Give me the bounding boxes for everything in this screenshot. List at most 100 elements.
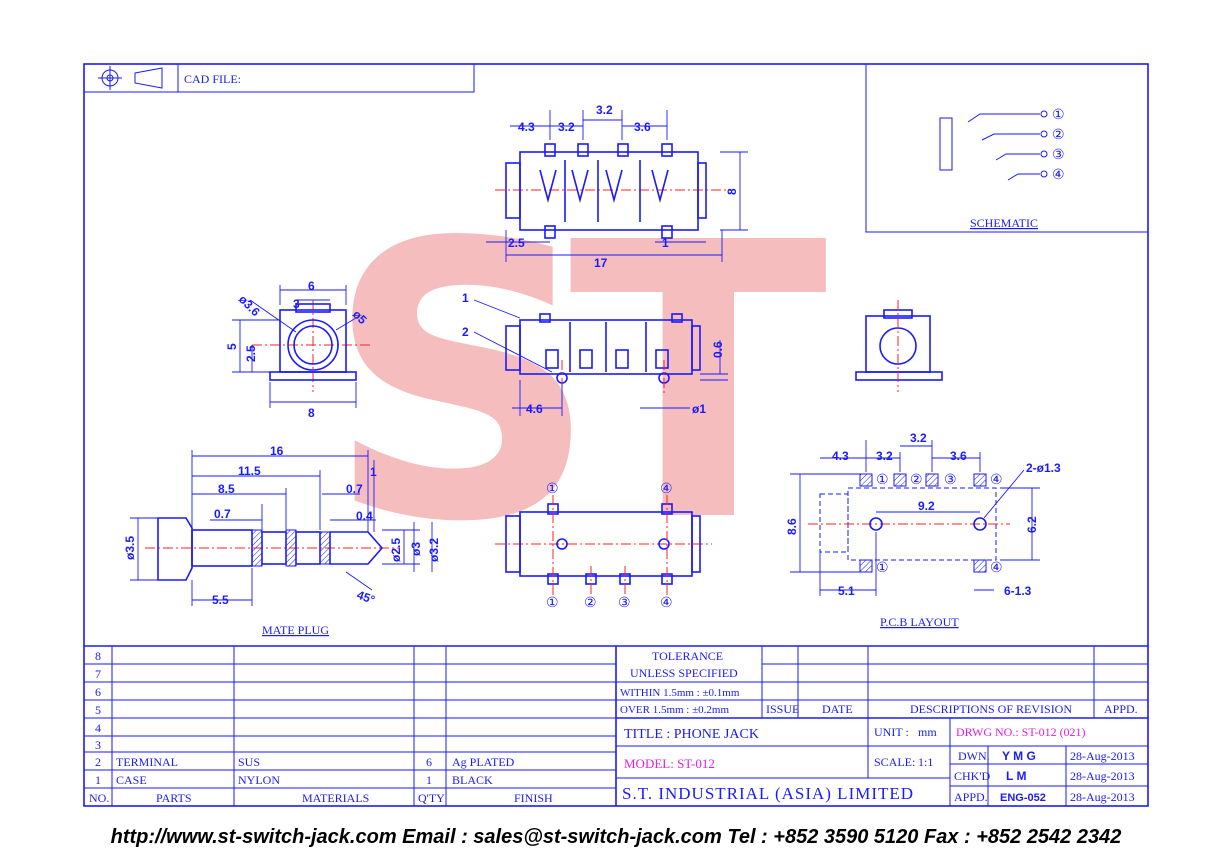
rear-view (855, 300, 943, 392)
mate-plug-label: MATE PLUG (262, 623, 329, 637)
dwn-date: 28-Aug-2013 (1070, 749, 1135, 763)
schematic-box: ① ② ③ ④ SCHEMATIC (865, 63, 1149, 233)
unit-value: mm (918, 725, 937, 739)
cad-file-header: CAD FILE: (83, 63, 475, 93)
row-2-material: SUS (238, 755, 260, 769)
row-2-finish: Ag PLATED (452, 755, 515, 769)
title-block: 8 7 6 5 4 3 2 1 TERMINAL CASE SUS NYLON … (84, 645, 1148, 806)
dim-pcb-2-dia-1-3: 2-ø1.3 (1026, 461, 1061, 475)
dim-front-2-5: 2.5 (244, 345, 258, 362)
pcb-pin-top-4: ④ (990, 473, 1003, 488)
dim-front-dia-3-6: ø3.6 (236, 292, 263, 319)
dim-plug-dia-3: ø3 (409, 542, 423, 556)
dim-front-6: 6 (308, 279, 315, 293)
dim-plug-16: 16 (270, 444, 284, 458)
company-name: S.T. INDUSTRIAL (ASIA) LIMITED (622, 784, 914, 803)
pcb-pin-bottom-4: ④ (990, 561, 1003, 576)
dim-plug-8-5: 8.5 (218, 482, 235, 496)
row-2-qty: 6 (426, 755, 432, 769)
header-parts: PARTS (156, 791, 192, 805)
row-2-no: 2 (95, 755, 101, 769)
header-materials: MATERIALS (302, 791, 369, 805)
dim-pcb-3-2a: 3.2 (876, 449, 893, 463)
dim-plug-dia-3-2: ø3.2 (427, 538, 441, 562)
dwn-value: Y M G (1002, 749, 1036, 763)
dim-top-2-5: 2.5 (508, 236, 525, 250)
cad-file-label: CAD FILE: (184, 72, 241, 86)
callout-1: 1 (462, 291, 469, 305)
scale-label: SCALE: (874, 755, 915, 769)
dim-plug-1: 1 (370, 465, 377, 479)
dim-plug-dia-3-5: ø3.5 (123, 536, 137, 560)
bottom-pin-4: ④ (660, 596, 673, 611)
chkd-date: 28-Aug-2013 (1070, 769, 1135, 783)
tolerance-over: OVER 1.5mm : ±0.2mm (620, 704, 729, 716)
dim-top-1: 1 (662, 236, 669, 250)
appd-value: ENG-052 (1000, 792, 1046, 804)
callout-2: 2 (462, 325, 469, 339)
mate-plug: 16 11.5 8.5 0.7 1 0.7 0.4 ø3.5 ø2.5 ø3 ø… (123, 444, 441, 637)
dim-top-3-2a: 3.2 (558, 120, 575, 134)
dim-plug-5-5: 5.5 (212, 593, 229, 607)
pcb-layout: ① ② ③ ④ ① ④ 4.3 3.2 3.2 3.6 2-ø1.3 9.2 8… (785, 431, 1061, 629)
dim-pcb-6-1-3: 6-1.3 (1004, 584, 1032, 598)
dim-plug-11-5: 11.5 (238, 464, 261, 478)
header-finish: FINISH (514, 791, 553, 805)
bottom-pin-3: ③ (618, 596, 631, 611)
dim-pcb-3-6: 3.6 (950, 449, 967, 463)
header-no: NO. (89, 791, 109, 805)
appd-date: 28-Aug-2013 (1070, 790, 1135, 804)
chkd-value: L M (1006, 769, 1026, 783)
dim-plug-dia-2-5: ø2.5 (389, 538, 403, 562)
dim-top-3-6: 3.6 (634, 120, 651, 134)
pcb-pin-top-1: ① (876, 473, 889, 488)
dim-top-4-3: 4.3 (518, 120, 535, 134)
revision-issue: ISSUE (766, 702, 799, 716)
schematic-pin-2: ② (1052, 128, 1065, 143)
schematic-pin-4: ④ (1052, 168, 1065, 183)
bottom-pin-top-1: ① (546, 482, 559, 497)
row-1-qty: 1 (426, 773, 432, 787)
dim-plug-0-7a: 0.7 (214, 507, 231, 521)
dim-front-3: 3 (293, 297, 300, 311)
dim-top-17: 17 (594, 256, 608, 270)
tolerance-within: WITHIN 1.5mm : ±0.1mm (620, 687, 740, 699)
title-text: TITLE : PHONE JACK (624, 727, 759, 742)
dim-pcb-9-2: 9.2 (918, 499, 935, 513)
dim-pcb-8-6: 8.6 (785, 518, 799, 535)
revision-description: DESCRIPTIONS OF REVISION (910, 702, 1072, 716)
row-num-4: 4 (95, 721, 101, 735)
model-text: MODEL: ST-012 (624, 756, 715, 771)
row-1-finish: BLACK (452, 773, 493, 787)
row-num-5: 5 (95, 703, 101, 717)
revision-appd: APPD. (1104, 702, 1138, 716)
pcb-pin-top-3: ③ (944, 473, 957, 488)
bottom-pin-top-4: ④ (660, 482, 673, 497)
dim-plug-45-deg: 45° (355, 588, 377, 607)
dwn-label: DWN. (958, 749, 990, 763)
dim-pcb-5-1: 5.1 (838, 584, 855, 598)
dim-side-0-6: 0.6 (711, 341, 725, 358)
row-num-7: 7 (95, 667, 101, 681)
pcb-pin-top-2: ② (910, 473, 923, 488)
revision-date: DATE (822, 702, 853, 716)
bottom-pin-2: ② (584, 596, 597, 611)
row-2-part: TERMINAL (116, 755, 178, 769)
row-num-6: 6 (95, 685, 101, 699)
tolerance-title: TOLERANCE (652, 649, 723, 663)
row-1-part: CASE (116, 773, 147, 787)
tolerance-subtitle: UNLESS SPECIFIED (630, 666, 738, 680)
pcb-pin-bottom-1: ① (876, 561, 889, 576)
chkd-label: CHK'D (954, 769, 990, 783)
schematic-pin-3: ③ (1052, 148, 1065, 163)
dim-pcb-6-2: 6.2 (1025, 516, 1039, 533)
dim-plug-0-7b: 0.7 (346, 482, 363, 496)
drawing-number: DRWG NO.: ST-012 (021) (956, 725, 1086, 739)
dim-front-5: 5 (225, 343, 239, 350)
row-1-material: NYLON (238, 773, 280, 787)
appd-label: APPD. (954, 790, 988, 804)
side-view: 1 2 0.6 4.6 ø1 (462, 291, 728, 416)
row-num-8: 8 (95, 649, 101, 663)
top-view: 4.3 3.2 3.2 3.6 8 2.5 17 1 (486, 103, 748, 270)
